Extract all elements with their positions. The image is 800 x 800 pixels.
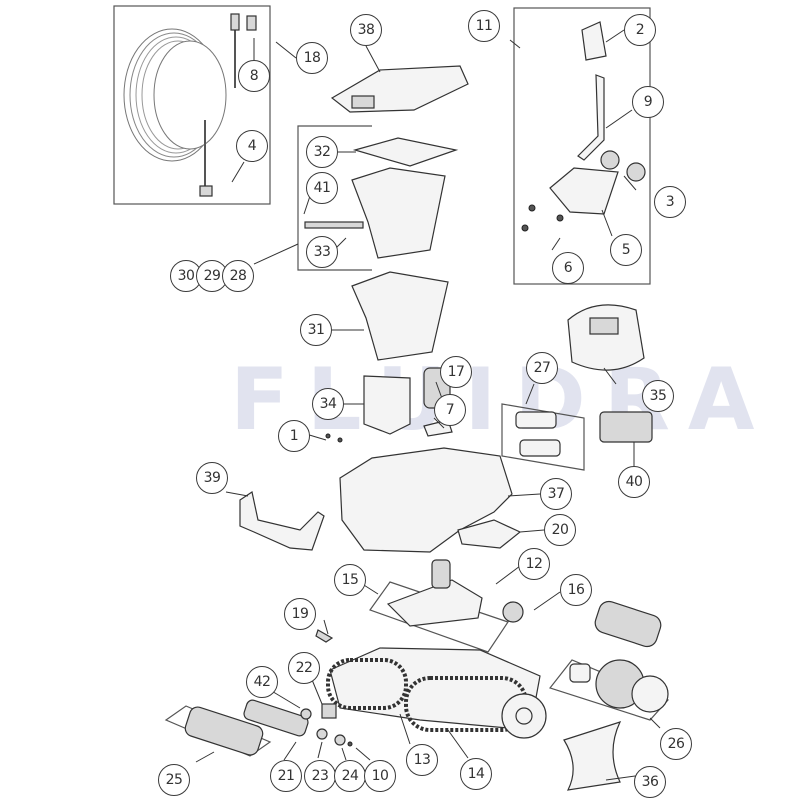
callout-18: 18: [296, 42, 328, 74]
handle-icon: [239, 491, 325, 551]
callout-2: 2: [624, 14, 656, 46]
caddy-kit-box: [513, 7, 651, 285]
callout-16: 16: [560, 574, 592, 606]
callout-9: 9: [632, 86, 664, 118]
filter-basket-upper-icon: [351, 167, 446, 259]
callout-27: 27: [526, 352, 558, 384]
callout-13: 13: [406, 744, 438, 776]
brush-support-icon: [321, 703, 337, 719]
motor-block-bracket: [369, 581, 509, 653]
callout-34: 34: [312, 388, 344, 420]
support-block-icon: [457, 519, 522, 549]
filter-basket-icon: [351, 271, 449, 361]
callout-39: 39: [196, 462, 228, 494]
callout-36: 36: [634, 766, 666, 798]
float-block-icon: [599, 411, 653, 443]
brush-skirt-icon: [563, 721, 622, 791]
callout-23: 23: [304, 760, 336, 792]
caddy-icon: [521, 21, 646, 232]
cable-coil-icon: [123, 13, 257, 197]
cable-kit-box: [113, 5, 271, 205]
callout-33: 33: [306, 236, 338, 268]
callout-8: 8: [238, 60, 270, 92]
tool-icon: [315, 629, 334, 643]
callout-10: 10: [364, 760, 396, 792]
gear-icon: [502, 601, 524, 623]
callout-37: 37: [540, 478, 572, 510]
flap-icon: [515, 411, 557, 429]
callout-15: 15: [334, 564, 366, 596]
callout-26: 26: [660, 728, 692, 760]
callout-38: 38: [350, 14, 382, 46]
filter-kit-bracket: [297, 125, 372, 271]
body-cover-icon: [339, 447, 513, 553]
callout-3: 3: [654, 186, 686, 218]
callout-24: 24: [334, 760, 366, 792]
callout-25: 25: [158, 764, 190, 796]
callout-40: 40: [618, 466, 650, 498]
hub-icon: [569, 663, 591, 683]
callout-21: 21: [270, 760, 302, 792]
callout-28: 28: [222, 260, 254, 292]
leader-lines: [195, 29, 661, 781]
callout-14: 14: [460, 758, 492, 790]
spare-brush-icon: [594, 600, 662, 648]
callout-17: 17: [440, 356, 472, 388]
screw-icon: [337, 437, 343, 443]
callout-12: 12: [518, 548, 550, 580]
flaps-kit-bracket: [501, 403, 585, 471]
filter-mesh-icon: [304, 221, 364, 229]
callout-22: 22: [288, 652, 320, 684]
callout-4: 4: [236, 130, 268, 162]
callout-42: 42: [246, 666, 278, 698]
bushing-icon: [334, 734, 346, 746]
callout-31: 31: [300, 314, 332, 346]
callout-32: 32: [306, 136, 338, 168]
brush-icon: [184, 706, 264, 756]
front-panel-icon: [363, 375, 411, 435]
screw-icon: [325, 433, 331, 439]
callout-19: 19: [284, 598, 316, 630]
pin-icon: [347, 741, 353, 747]
washer-icon: [316, 728, 328, 740]
wheel-icon: [631, 675, 669, 713]
chassis-icon: [326, 647, 547, 739]
filter-frame-icon: [352, 137, 459, 167]
callout-35: 35: [642, 380, 674, 412]
flap-icon: [519, 439, 561, 457]
power-supply-icon: [567, 304, 645, 371]
callout-1: 1: [278, 420, 310, 452]
callout-20: 20: [544, 514, 576, 546]
top-lid-icon: [330, 65, 469, 113]
bearing-icon: [300, 708, 312, 720]
motor-icon: [431, 559, 451, 589]
wheel-kit-bracket: [548, 659, 670, 721]
callout-5: 5: [610, 234, 642, 266]
callout-6: 6: [552, 252, 584, 284]
brush-roller-icon: [243, 699, 309, 737]
callout-41: 41: [306, 172, 338, 204]
callout-7: 7: [434, 394, 466, 426]
callout-11: 11: [468, 10, 500, 42]
